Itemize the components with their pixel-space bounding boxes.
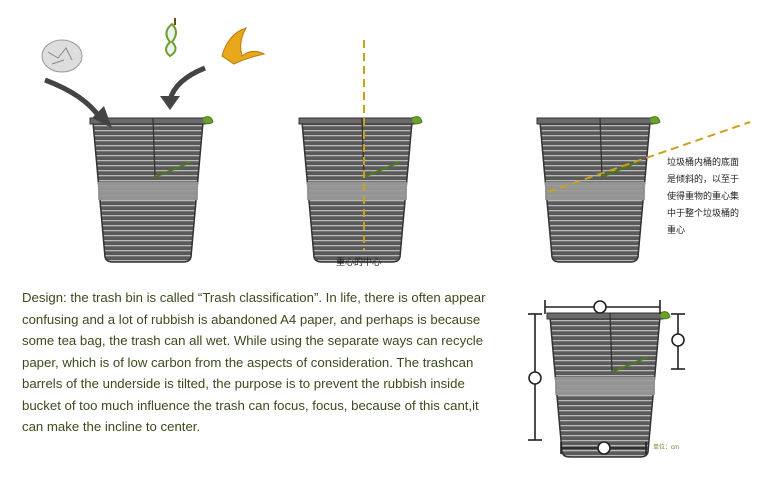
note-line: 使得重物的重心集 xyxy=(667,191,740,201)
description-line: barrels of the underside is tilted, the … xyxy=(22,376,465,391)
unit-label: 单位：cm xyxy=(653,445,679,451)
crumpled-paper-icon xyxy=(41,39,83,73)
description-line: paper, which is of low carbon from the a… xyxy=(22,354,474,370)
note-line: 重心 xyxy=(667,225,686,235)
trash-bin-dimensioned xyxy=(546,310,671,458)
note-line: 垃圾桶内桶的底面 xyxy=(667,157,740,167)
design-description: Design: the trash bin is called “Trash c… xyxy=(22,287,542,438)
description-line: bucket of too much influence the trash c… xyxy=(22,397,479,413)
trash-bin-1 xyxy=(89,115,214,264)
dimension-lines xyxy=(528,300,685,455)
note-line: 是倾斜的，以至于 xyxy=(667,174,740,184)
note-line: 中于整个垃圾桶的 xyxy=(667,208,740,218)
trash-bin-2 xyxy=(298,115,423,264)
center-of-gravity-label: 重心的中心 xyxy=(336,257,382,267)
banana-peel-icon xyxy=(221,27,266,65)
description-line: some tea bag, the trash can all wet. Whi… xyxy=(22,333,484,348)
arrow-paper-to-bin xyxy=(44,77,103,120)
description-line: can make the incline to center. xyxy=(22,419,201,434)
description-line: confusing and a lot of rubbish is abando… xyxy=(22,311,481,327)
tilt-axis-dashed xyxy=(547,121,751,193)
arrow-waste-to-bin xyxy=(167,65,206,101)
apple-core-icon xyxy=(165,18,177,58)
description-line: Design: the trash bin is called “Trash c… xyxy=(22,290,486,305)
tilt-note: 垃圾桶内桶的底面 是倾斜的，以至于 使得重物的重心集 中于整个垃圾桶的 重心 xyxy=(667,154,739,239)
